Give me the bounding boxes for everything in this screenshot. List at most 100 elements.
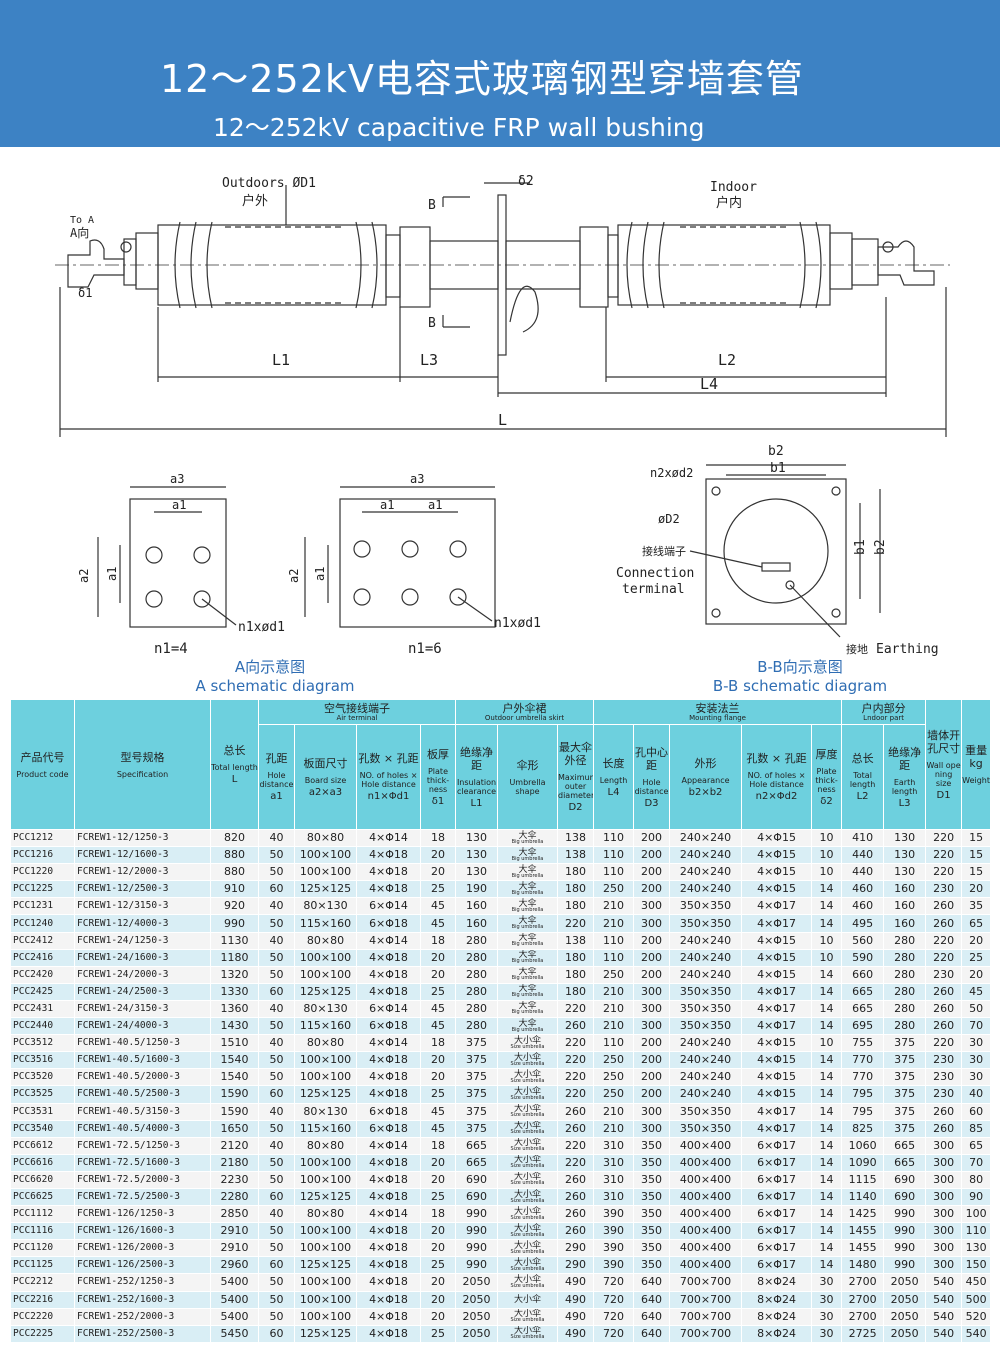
table-cell: 4×Φ18 (356, 1222, 421, 1241)
table-cell: 350×350 (669, 1017, 743, 1036)
table-cell: 230 (925, 1085, 963, 1104)
table-cell: 300 (925, 1187, 963, 1207)
table-cell: 375 (455, 1119, 498, 1138)
cell-specification: FCREW1-24/3150-3 (74, 999, 211, 1019)
cell-product-code: PCC1120 (10, 1239, 75, 1258)
table-cell: 375 (883, 1119, 927, 1138)
table-cell: 260 (556, 1170, 595, 1189)
table-cell: 375 (883, 1102, 927, 1121)
table-cell: 2700 (841, 1307, 885, 1326)
b1-label: b1 (770, 461, 786, 476)
table-cell: 20 (420, 1273, 456, 1292)
table-cell: 540 (925, 1307, 963, 1326)
table-cell: 60 (258, 1324, 295, 1343)
d2-label: øD2 (658, 512, 680, 526)
table-cell: 14 (811, 1187, 843, 1207)
table-cell: 14 (811, 1102, 843, 1121)
table-cell: 30 (961, 1051, 992, 1070)
table-cell: 8×Φ24 (741, 1324, 813, 1343)
umbrella-shape-cn: 大伞 (518, 864, 537, 875)
cell-product-code: PCC3540 (10, 1119, 75, 1138)
table-cell: 125×125 (294, 880, 357, 899)
cell-product-code: PCC6625 (10, 1187, 75, 1207)
table-cell: 180 (556, 965, 595, 984)
table-cell: 755 (841, 1034, 885, 1053)
table-cell: 90 (961, 1187, 992, 1207)
table-cell: 115×160 (294, 1119, 357, 1138)
table-cell: 4×Φ18 (356, 1307, 421, 1326)
cell-specification: FCREW1-252/1600-3 (74, 1290, 211, 1309)
umbrella-shape-cn: 大小伞 (513, 1223, 541, 1234)
umbrella-shape-en: Big umbrella (511, 906, 544, 913)
table-cell: 460 (841, 897, 885, 916)
table-cell: 350×350 (669, 999, 743, 1019)
table-cell: 375 (455, 1034, 498, 1053)
table-cell: 2725 (841, 1324, 885, 1343)
table-cell: 2050 (455, 1273, 498, 1292)
table-cell: 500 (961, 1290, 992, 1309)
table-cell: 4×Φ17 (741, 1119, 813, 1138)
umbrella-shape-cn: 大伞 (518, 830, 537, 841)
table-cell: 130 (455, 846, 498, 865)
table-cell: 665 (455, 1136, 498, 1155)
table-cell: 125×125 (294, 1256, 357, 1275)
earthing-cn-label: 接地 (846, 643, 868, 656)
table-cell: 240×240 (669, 1051, 743, 1070)
table-cell: 880 (210, 846, 259, 865)
table-cell: 4×Φ17 (741, 897, 813, 916)
table-cell: 110 (593, 846, 635, 865)
table-cell: 50 (258, 1051, 295, 1070)
table-cell: 14 (811, 1051, 843, 1070)
table-cell: 250 (593, 1085, 635, 1104)
cell-specification: FCREW1-24/2000-3 (74, 965, 211, 984)
cell-product-code: PCC1125 (10, 1256, 75, 1275)
umbrella-shape-en: Big umbrella (511, 855, 544, 862)
table-cell: 80×80 (294, 931, 357, 950)
cell-product-code: PCC1220 (10, 863, 75, 882)
table-cell: 200 (633, 931, 671, 950)
table-cell: 2230 (210, 1170, 259, 1189)
cell-specification: FCREW1-72.5/2000-3 (74, 1170, 211, 1189)
table-cell: 400×400 (669, 1187, 743, 1207)
table-cell: 4×Φ15 (741, 828, 813, 848)
table-cell: 2910 (210, 1222, 259, 1241)
table-cell: 20 (420, 1290, 456, 1309)
table-cell: 80 (961, 1170, 992, 1189)
table-cell: 230 (925, 880, 963, 899)
cell-product-code: PCC2412 (10, 931, 75, 950)
table-cell: 990 (883, 1205, 927, 1224)
umbrella-shape-en: Size umbrella (510, 1094, 545, 1101)
table-cell: 540 (925, 1273, 963, 1292)
table-cell: 45 (420, 897, 456, 916)
table-cell: 100×100 (294, 846, 357, 865)
table-cell: 720 (593, 1307, 635, 1326)
cell-product-code: PCC3516 (10, 1051, 75, 1070)
umbrella-shape-en: Size umbrella (510, 1129, 545, 1136)
table-cell: 2050 (883, 1273, 927, 1292)
cell-specification: FCREW1-12/3150-3 (74, 897, 211, 916)
table-cell: 4×Φ14 (356, 1136, 421, 1155)
table-cell: 310 (593, 1170, 635, 1189)
table-cell: 1320 (210, 965, 259, 984)
table-cell: 14 (811, 897, 843, 916)
table-cell: 100×100 (294, 965, 357, 984)
table-cell: 310 (593, 1136, 635, 1155)
table-cell: 40 (258, 1034, 295, 1053)
umbrella-shape-en: Big umbrella (511, 992, 544, 999)
umbrella-shape-en: Size umbrella (510, 1180, 545, 1187)
table-cell: 2700 (841, 1273, 885, 1292)
table-cell: 660 (841, 965, 885, 984)
table-cell: 100×100 (294, 1222, 357, 1241)
table-cell: 14 (811, 1085, 843, 1104)
cell-specification: FCREW1-40.5/3150-3 (74, 1102, 211, 1121)
table-cell: 6×Φ17 (741, 1239, 813, 1258)
table-cell: 310 (593, 1187, 635, 1207)
table-cell: 18 (420, 828, 456, 848)
cell-specification: FCREW1-12/1250-3 (74, 828, 211, 848)
